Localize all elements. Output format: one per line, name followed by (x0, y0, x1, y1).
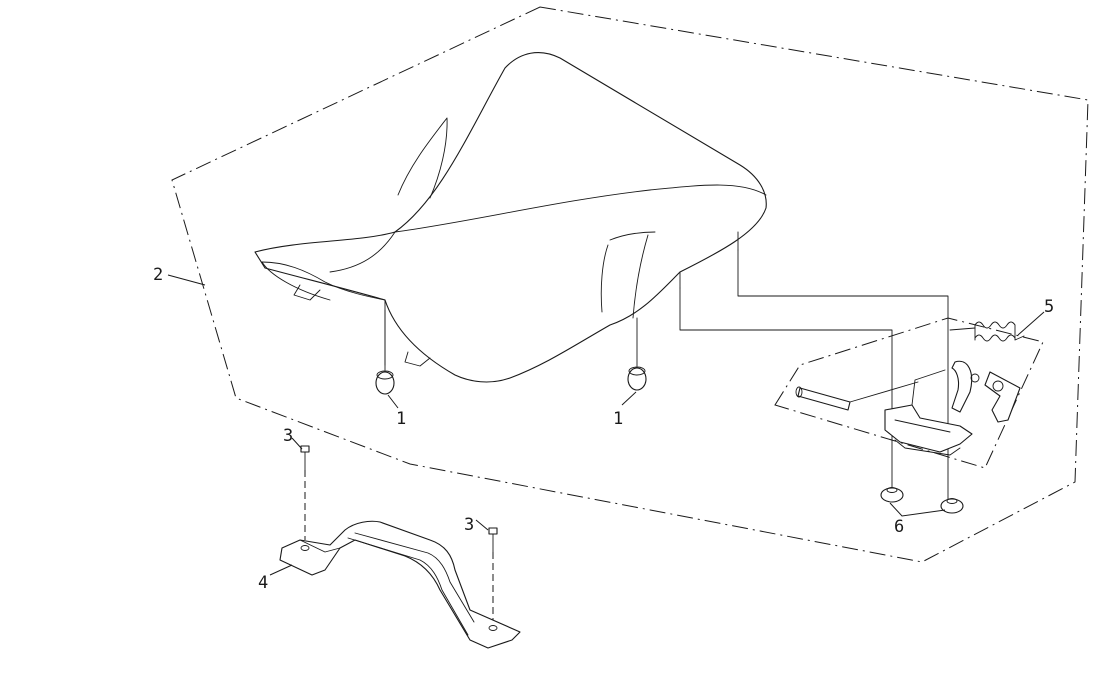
latch-connection-line-b (679, 287, 893, 489)
seat-lock-mechanism (795, 321, 1025, 456)
leader-1-right (621, 391, 637, 406)
bolt-top (300, 445, 310, 540)
leader-3-mid (475, 519, 489, 531)
leader-6 (889, 502, 946, 517)
assembly-2-boundary (171, 6, 1089, 563)
nut-right (940, 498, 964, 514)
callout-part-4: 4 (258, 573, 268, 593)
assembly-5-boundary (774, 317, 1044, 469)
bolt-mid (488, 527, 498, 622)
seat-support-bracket (279, 520, 521, 649)
callout-part-6: 6 (894, 517, 904, 537)
leader-5 (1017, 311, 1045, 336)
latch-connection-line-a (737, 249, 949, 501)
leader-4 (269, 564, 293, 576)
seat-cushion (254, 52, 767, 383)
leader-3-top (291, 437, 303, 450)
callout-part-1-left: 1 (396, 409, 406, 429)
callout-part-3-mid: 3 (464, 515, 474, 535)
callout-part-5: 5 (1044, 297, 1054, 317)
callout-part-3-top: 3 (283, 426, 293, 446)
grommet-left (375, 309, 395, 395)
leader-2 (167, 274, 206, 286)
callout-part-1-right: 1 (613, 409, 623, 429)
nut-left (880, 487, 904, 503)
leader-1-left (387, 394, 399, 409)
grommet-right (627, 317, 647, 391)
callout-part-2: 2 (153, 265, 163, 285)
